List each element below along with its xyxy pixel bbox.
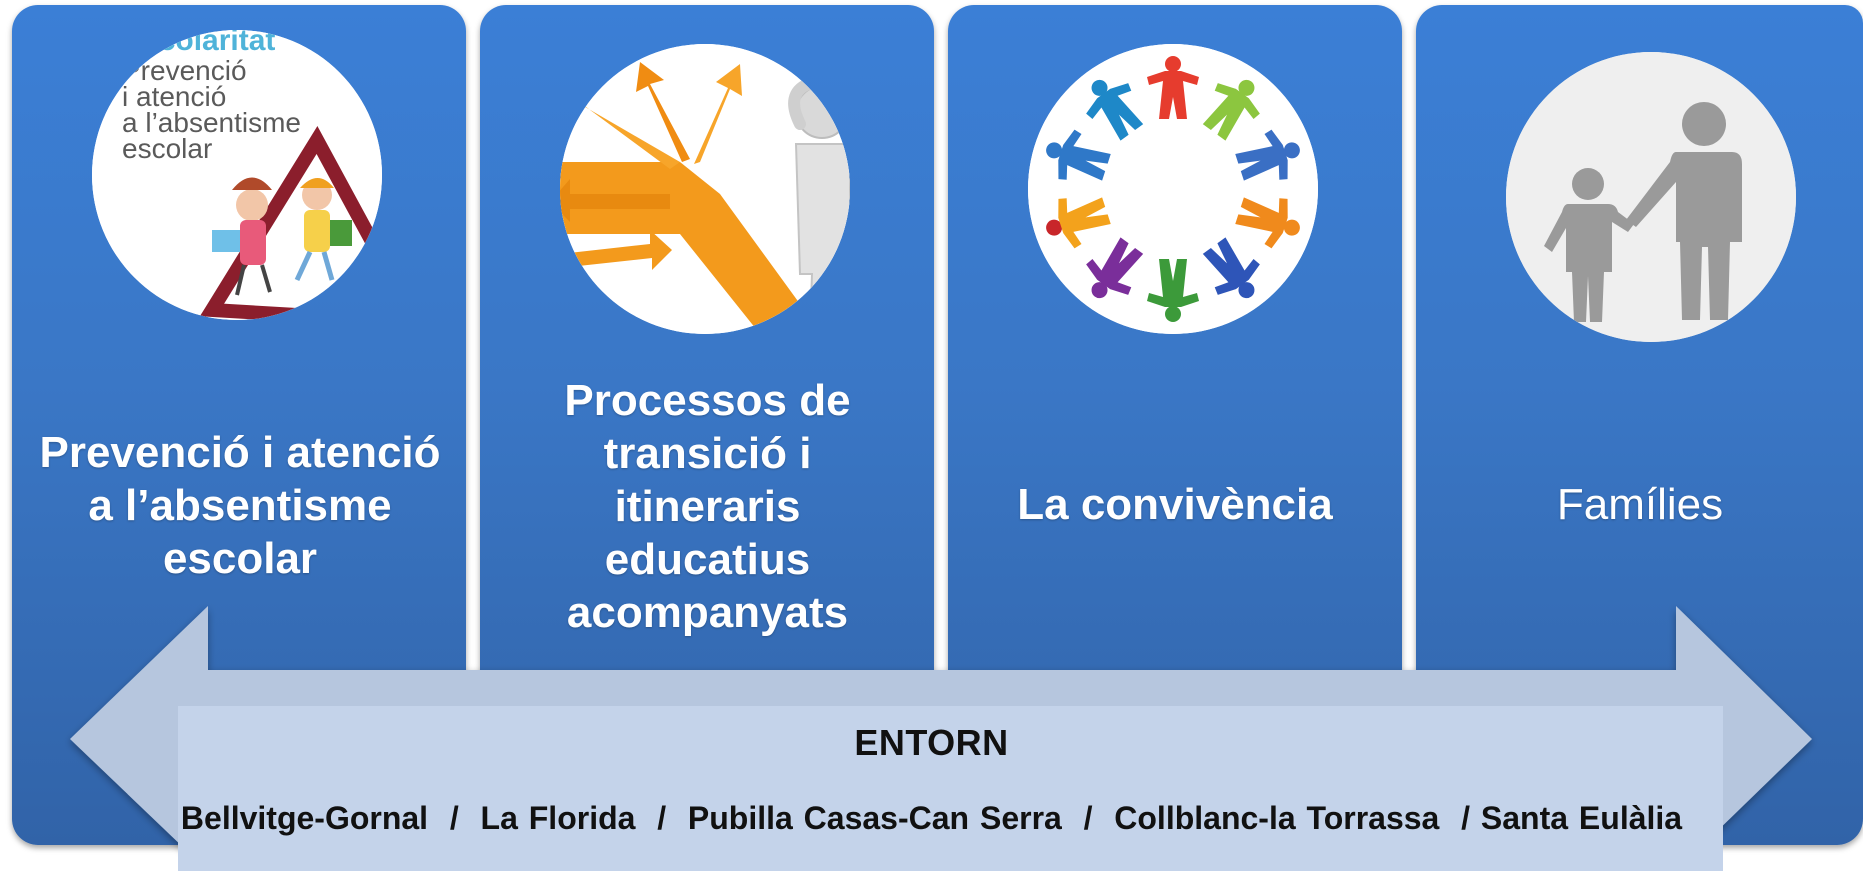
entorn-neighbourhoods: Bellvitge-Gornal / La Florida / Pubilla …	[180, 800, 1683, 836]
svg-text:i atenció: i atenció	[122, 81, 226, 112]
svg-text:a l’absentisme: a l’absentisme	[122, 107, 301, 138]
label-absentisme: Prevenció i atenció a l’absentisme escol…	[39, 428, 441, 583]
crossroads-arrows-icon	[560, 44, 850, 334]
label-families: Famílies	[1556, 480, 1724, 529]
label-convivencia: La convivència	[1017, 480, 1333, 529]
label-transicio: Processos de transició i itineraris educ…	[564, 376, 851, 637]
absentisme-cover-icon: Escolaritat Prevenció i atenció a l’abse…	[92, 30, 382, 320]
family-icon	[1506, 52, 1796, 342]
entorn-title: ENTORN	[854, 722, 1009, 763]
people-circle-icon	[1028, 44, 1318, 334]
svg-text:escolar: escolar	[122, 133, 212, 164]
